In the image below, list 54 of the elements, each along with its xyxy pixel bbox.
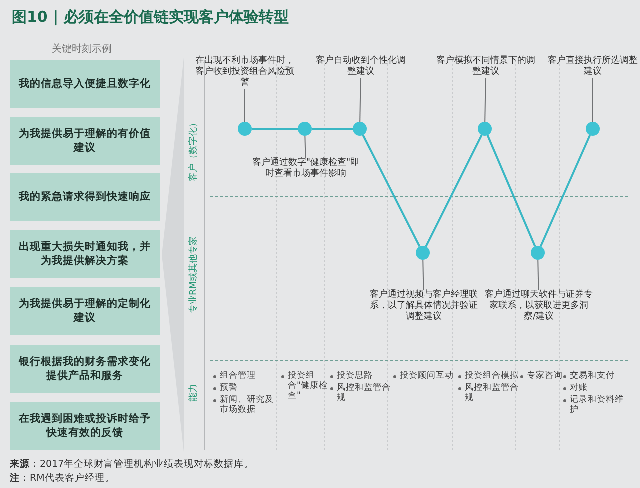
- leader-line: [484, 78, 486, 122]
- annotation-text: 客户自动收到个性化调整建议: [312, 56, 410, 78]
- moment-box: 为我提供易于理解的有价值建议: [10, 117, 160, 165]
- point-marker: [353, 122, 367, 136]
- capability-item: 记录和资料维护: [570, 395, 625, 415]
- moment-box: 在我遇到困难或投诉时给予快速有效的反馈: [10, 402, 160, 450]
- point-marker: [416, 246, 430, 260]
- connector-line: [252, 128, 298, 130]
- capability-item: 投资思路: [337, 371, 374, 381]
- capability-item: 组合管理: [220, 371, 257, 381]
- lane-label: 能力: [189, 384, 199, 402]
- figure-title: 图10 | 必须在全价值链实现客户体验转型: [12, 8, 289, 27]
- moment-box: 为我提供易于理解的定制化建议: [10, 287, 160, 335]
- capability-item: 对账: [570, 383, 589, 393]
- capability-item: 风控和监管合规: [465, 383, 520, 403]
- capability-item: 投资顾问互动: [400, 371, 455, 381]
- point-marker: [531, 246, 545, 260]
- moment-box: 我的信息导入便捷且数字化: [10, 60, 160, 108]
- leader-line: [538, 260, 540, 290]
- point-marker: [238, 122, 252, 136]
- capability-item: 预警: [220, 383, 239, 393]
- capability-item: 新闻、研究及市场数据: [220, 395, 275, 415]
- leader-line: [422, 260, 424, 290]
- annotation-text: 客户直接执行所选调整建议: [548, 56, 638, 78]
- lane-label: 客户（数字化）: [189, 118, 199, 182]
- connector-line: [486, 135, 536, 247]
- capability-item: 专家咨询: [527, 371, 563, 381]
- lane-label: 专业RM或其他专家: [189, 236, 199, 314]
- leader-line: [592, 78, 594, 122]
- capability-item: 投资组合模拟: [465, 371, 520, 381]
- leader-line: [360, 78, 362, 122]
- connector-line: [312, 128, 353, 130]
- footnote: 注：RM代表客户经理。: [10, 472, 115, 485]
- capability-item: 投资组合"健康检查": [288, 371, 329, 401]
- point-marker: [478, 122, 492, 136]
- connector-line: [425, 134, 483, 248]
- annotation-text: 客户通过视频与客户经理联系，以了解具体情况并验证调整建议: [368, 290, 480, 323]
- capability-item: 风控和监管合规: [337, 383, 392, 403]
- moment-box: 出现重大损失时通知我，并为我提供解决方案: [10, 230, 160, 278]
- connector-line: [362, 134, 421, 248]
- point-marker: [298, 122, 312, 136]
- annotation-text: 客户模拟不同情景下的调整建议: [436, 56, 536, 78]
- moment-box: 银行根据我的财务需求变化提供产品和服务: [10, 345, 160, 393]
- leader-line: [304, 136, 306, 158]
- leader-line: [244, 88, 246, 122]
- moment-box: 我的紧急请求得到快速响应: [10, 173, 160, 221]
- connector-line: [540, 135, 592, 247]
- column-heading: 关键时刻示例: [52, 42, 112, 56]
- point-marker: [586, 122, 600, 136]
- source-note: 来源：2017年全球财富管理机构业绩表现对标数据库。: [10, 458, 254, 471]
- annotation-text: 在出现不利市场事件时，客户收到投资组合风险预警: [195, 56, 295, 89]
- capability-item: 交易和支付: [570, 371, 616, 381]
- annotation-text: 客户通过数字"健康检查"即时查看市场事件影响: [250, 158, 362, 180]
- annotation-text: 客户通过聊天软件与证券专家联系，以获取进更多洞察/建议: [485, 290, 593, 323]
